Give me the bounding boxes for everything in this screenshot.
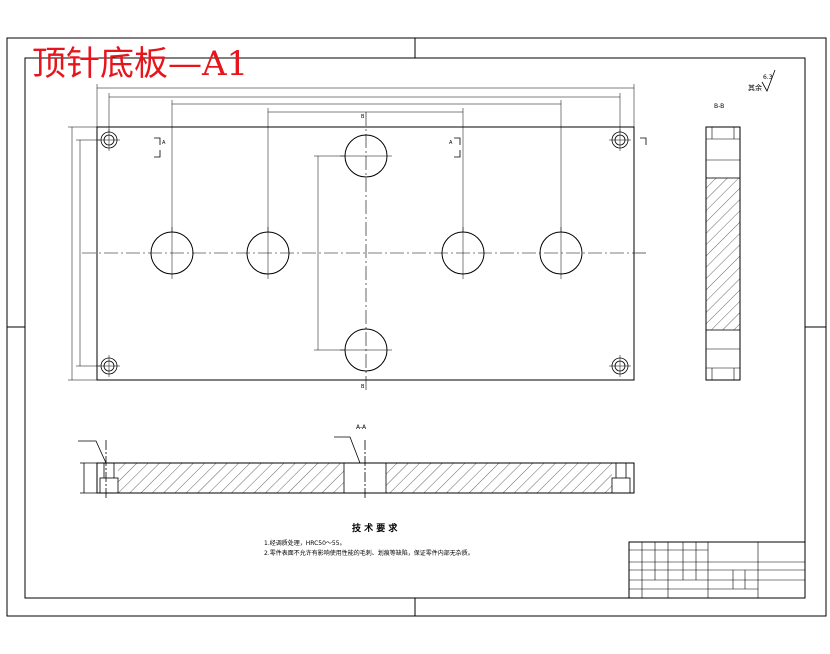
side-view: B-B <box>705 103 741 381</box>
title-block <box>628 541 806 599</box>
plate-outline <box>96 126 635 381</box>
tech-requirements: 技 术 要 求 1.经调质处理，HRC50～55。 2.零件表面不允许有影响使用… <box>264 522 474 557</box>
section-view-label: A-A <box>356 424 367 431</box>
cut-label: B <box>361 384 365 390</box>
cut-label: B <box>361 114 365 120</box>
section-view: A-A <box>78 424 635 498</box>
section-markers <box>154 137 647 158</box>
roughness-value: 6.3 <box>763 74 773 81</box>
sheet-frame <box>6 37 827 617</box>
drawing-title: 顶针底板—A1 <box>32 44 248 84</box>
side-view-label: B-B <box>714 103 724 110</box>
cut-label: A <box>162 140 166 146</box>
section-hatching <box>118 463 612 493</box>
roughness-prefix: 其余 <box>748 83 762 92</box>
cut-label: A <box>449 140 453 146</box>
vertical-dimensions <box>68 126 345 381</box>
corner-screw-holes <box>98 129 631 377</box>
tech-item: 1.经调质处理，HRC50～55。 <box>264 539 346 547</box>
centerlines <box>82 112 646 392</box>
tech-item: 2.零件表面不允许有影响使用性能的毛刺、划痕等缺陷，保证零件内部无杂质。 <box>264 549 474 557</box>
tech-heading: 技 术 要 求 <box>352 522 398 534</box>
roughness-symbol: 其余 6.3 <box>748 69 776 92</box>
side-hatched-section <box>705 177 741 331</box>
front-view: A A B B <box>68 84 647 392</box>
horizontal-dimensions <box>96 84 635 232</box>
